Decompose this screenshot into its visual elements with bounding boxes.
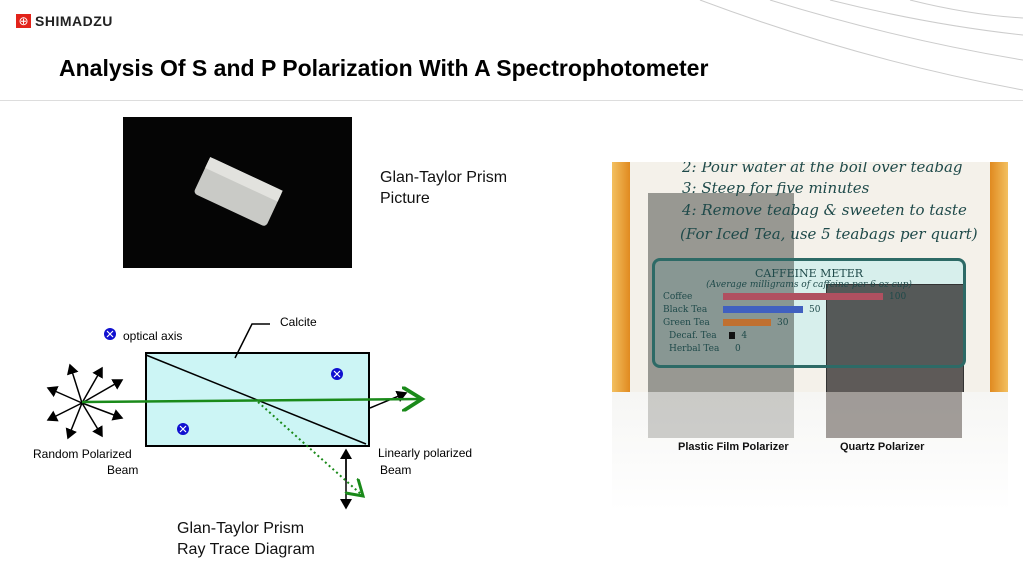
meter-row: Black Tea 50 xyxy=(663,303,963,316)
ray-trace-diagram: optical axis Calcite Random Polarized Be… xyxy=(33,315,472,510)
meter-row: Coffee 100 xyxy=(663,290,963,303)
meter-bar xyxy=(723,306,803,313)
polarizer-photo: 2: Pour water at the boil over teabag 3:… xyxy=(612,162,1008,511)
optical-axis-label: optical axis xyxy=(123,329,182,343)
caption-line: Picture xyxy=(380,190,430,207)
logo-text: SHIMADZU xyxy=(35,13,113,29)
calcite-label: Calcite xyxy=(280,315,317,329)
slide-title: Analysis Of S and P Polarization With A … xyxy=(59,55,709,81)
input-label: Random Polarized xyxy=(33,447,132,461)
meter-bar xyxy=(723,293,883,300)
prism-photo-caption: Glan-Taylor Prism Picture xyxy=(380,167,507,209)
quartz-polarizer-label: Quartz Polarizer xyxy=(840,441,925,453)
meter-row: Herbal Tea 0 xyxy=(669,342,963,355)
caffeine-meter: CAFFEINE METER (Average milligrams of ca… xyxy=(652,258,966,368)
sign-text: 3: Steep for five minutes xyxy=(682,179,870,197)
prism-photo xyxy=(123,117,352,268)
meter-row-value: 4 xyxy=(741,330,748,341)
diagram-caption: Glan-Taylor Prism Ray Trace Diagram xyxy=(177,518,315,560)
sign-text: 4: Remove teabag & sweeten to taste xyxy=(682,201,967,219)
meter-row-value: 30 xyxy=(777,317,789,328)
meter-subtitle: (Average milligrams of caffeine per 6 oz… xyxy=(706,280,912,290)
output-label: Linearly polarized xyxy=(378,446,472,460)
decorative-curves xyxy=(699,0,1023,91)
meter-row-label: Herbal Tea xyxy=(669,343,720,354)
meter-row: Decaf. Tea 4 xyxy=(669,329,963,342)
caption-line: Ray Trace Diagram xyxy=(177,541,315,558)
title-divider xyxy=(0,100,1023,101)
transmitted-beam xyxy=(81,399,422,402)
random-polarization-arrows xyxy=(46,363,408,510)
meter-row-label: Green Tea xyxy=(663,317,710,328)
caption-line: Glan-Taylor Prism xyxy=(380,169,508,186)
meter-row-value: 50 xyxy=(809,304,821,315)
sign-text: (For Iced Tea, use 5 teabags per quart) xyxy=(680,225,978,243)
reflected-beam xyxy=(257,401,363,496)
meter-title: CAFFEINE METER xyxy=(754,267,864,280)
meter-row-label: Black Tea xyxy=(663,304,708,315)
output-label: Beam xyxy=(380,463,411,477)
sign-text: 2: Pour water at the boil over teabag xyxy=(682,162,963,176)
meter-row-value: 0 xyxy=(735,343,741,354)
shimadzu-logo-icon: ⊕ xyxy=(16,14,31,28)
meter-bar xyxy=(723,319,771,326)
meter-row-value: 100 xyxy=(889,291,907,302)
shimadzu-logo: ⊕ SHIMADZU xyxy=(16,13,113,29)
caption-line: Glan-Taylor Prism xyxy=(177,520,305,537)
meter-bar xyxy=(729,332,736,339)
input-label: Beam xyxy=(107,463,138,477)
meter-row-label: Decaf. Tea xyxy=(669,330,717,341)
meter-row: Green Tea 30 xyxy=(663,316,963,329)
plastic-film-polarizer-label: Plastic Film Polarizer xyxy=(678,441,789,453)
meter-row-label: Coffee xyxy=(663,291,693,302)
